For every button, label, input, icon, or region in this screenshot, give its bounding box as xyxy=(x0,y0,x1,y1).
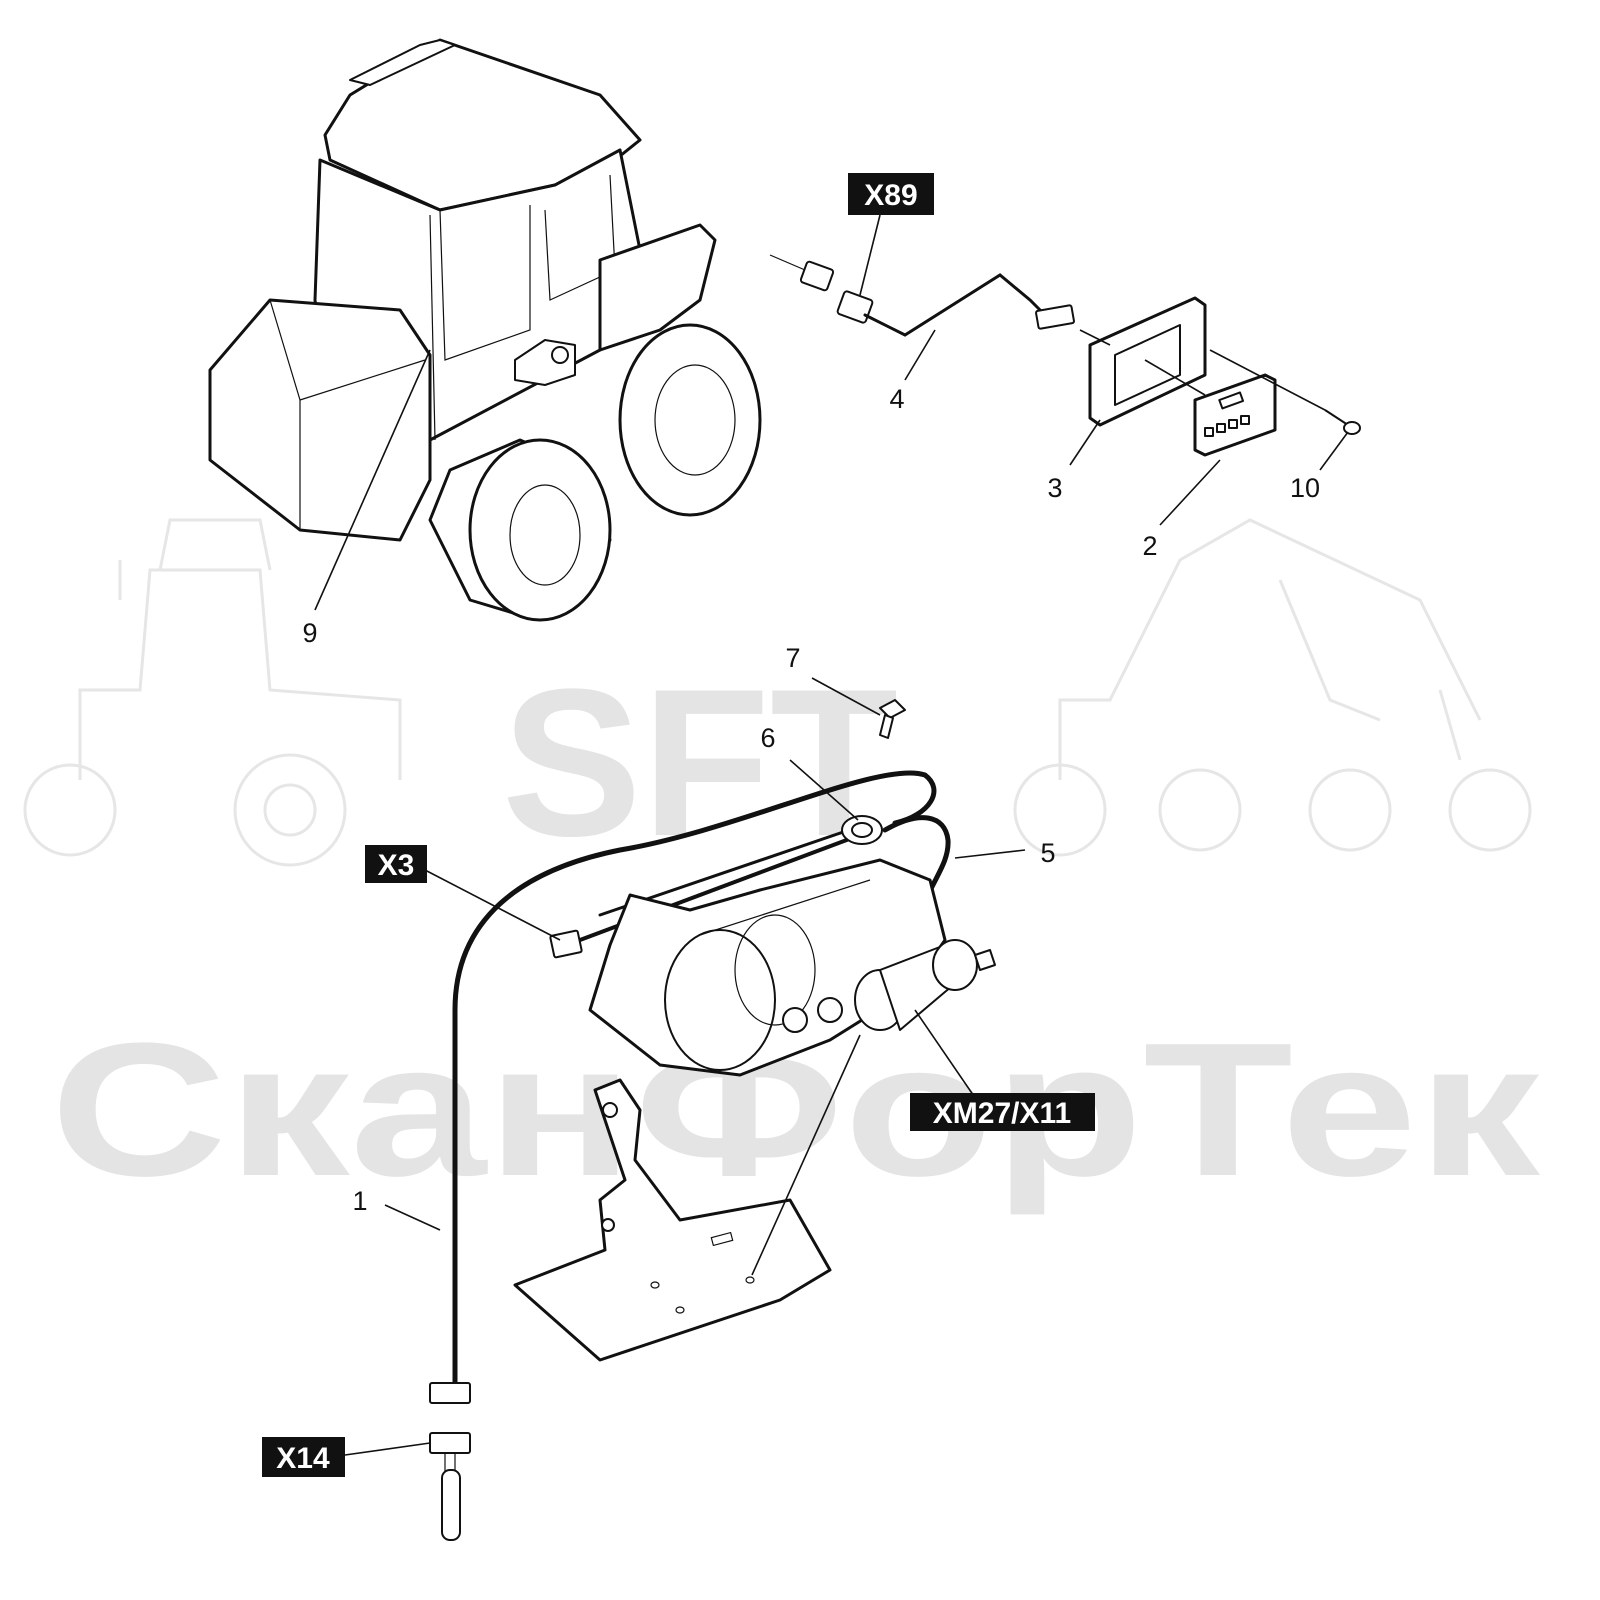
watermark: SFT СканФорТек xyxy=(23,518,1541,1216)
watermark-excavator-icon xyxy=(1013,518,1532,857)
part-number-4: 4 xyxy=(889,384,904,414)
part-number-2: 2 xyxy=(1142,531,1157,561)
harness-4 xyxy=(769,254,1075,337)
connector-label-x89-text: X89 xyxy=(864,179,917,212)
wheel-loader-illustration xyxy=(208,38,762,622)
part-number-5: 5 xyxy=(1040,838,1055,868)
watermark-logo: SFT xyxy=(502,645,899,880)
connector-x14 xyxy=(429,1382,471,1541)
connector-label-xm27-text: XM27/X11 xyxy=(933,1097,1071,1130)
mounting-bracket xyxy=(513,1078,832,1362)
part-number-1: 1 xyxy=(352,1186,367,1216)
watermark-tractor-icon xyxy=(23,518,402,867)
connector-x89-plug-icon xyxy=(836,290,874,324)
connector-x14-plug-icon xyxy=(429,1432,471,1454)
connector-label-xm27: XM27/X11 xyxy=(910,1093,1095,1131)
heater-unit xyxy=(588,858,996,1077)
connector-x3-plug-icon xyxy=(549,929,583,959)
part-number-7: 7 xyxy=(785,643,800,673)
part-number-9: 9 xyxy=(302,618,317,648)
part-number-10: 10 xyxy=(1290,473,1320,503)
control-panel-2 xyxy=(1193,373,1277,457)
connector-label-x14-text: X14 xyxy=(276,1442,330,1475)
connector-label-x14: X14 xyxy=(262,1437,345,1477)
leader-lines xyxy=(314,214,1349,1456)
screw-10 xyxy=(1324,409,1361,435)
connector-x14-socket-icon xyxy=(429,1382,471,1404)
cable-1 xyxy=(452,770,937,1403)
connector-label-x3-text: X3 xyxy=(378,849,415,882)
bolt-7 xyxy=(879,699,906,739)
part-number-3: 3 xyxy=(1047,473,1062,503)
harness-plug-icon xyxy=(799,260,835,292)
harness-end-plug-icon xyxy=(1035,304,1075,330)
grommet-6 xyxy=(841,815,883,845)
connector-label-x3: X3 xyxy=(365,845,427,883)
part-number-6: 6 xyxy=(760,723,775,753)
connector-label-x89: X89 xyxy=(848,173,934,215)
part-numbers: 1 2 3 4 5 6 7 9 10 xyxy=(302,384,1320,1216)
